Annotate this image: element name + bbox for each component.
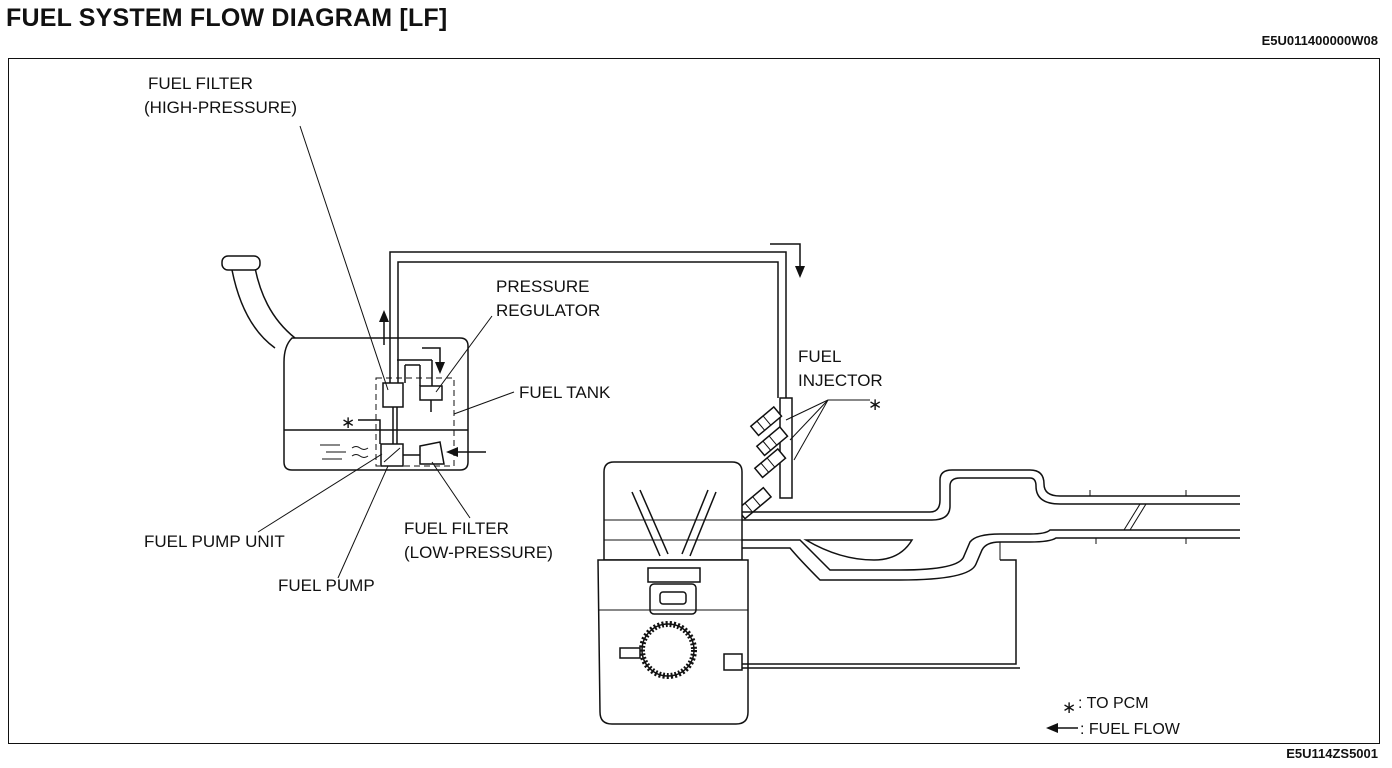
label-fuel-pump-unit: FUEL PUMP UNIT	[144, 532, 285, 551]
legend: ∗ : TO PCM : FUEL FLOW	[1046, 695, 1181, 738]
label-fuel-filter-low-2: (LOW-PRESSURE)	[404, 543, 553, 562]
label-fuel-filter-high-2: (HIGH-PRESSURE)	[144, 98, 297, 117]
flow-arrow-regulator	[422, 347, 445, 374]
flow-arrow-up	[379, 310, 389, 345]
legend-arrow-icon	[1046, 723, 1078, 733]
fuel-injectors	[736, 405, 789, 520]
fuel-injector-rail	[779, 397, 793, 499]
flow-arrow-rail	[770, 243, 805, 278]
document-code: E5U011400000W08	[1261, 33, 1378, 48]
fuel-filter-high-pressure	[382, 382, 404, 408]
legend-to-pcm: : TO PCM	[1078, 695, 1149, 712]
label-fuel-filter-high-1: FUEL FILTER	[148, 74, 253, 93]
label-fuel-injector-2: INJECTOR	[798, 371, 883, 390]
label-fuel-filter-low-1: FUEL FILTER	[404, 519, 509, 538]
label-pressure-regulator-1: PRESSURE	[496, 277, 590, 296]
label-pressure-regulator-2: REGULATOR	[496, 301, 600, 320]
figure-code: E5U114ZS5001	[1286, 746, 1378, 761]
engine	[597, 461, 749, 725]
svg-text:∗: ∗	[341, 413, 355, 432]
label-fuel-pump: FUEL PUMP	[278, 576, 375, 595]
fuel-filter-low-pressure	[419, 441, 445, 465]
page-title: FUEL SYSTEM FLOW DIAGRAM [LF]	[6, 4, 448, 32]
fuel-tank	[221, 255, 469, 471]
flow-arrow-inlet	[446, 447, 486, 457]
legend-fuel-flow: : FUEL FLOW	[1080, 721, 1181, 738]
label-fuel-tank: FUEL TANK	[519, 383, 611, 402]
legend-asterisk-icon: ∗	[1062, 698, 1076, 717]
to-pcm-asterisk-pump: ∗	[341, 413, 381, 444]
label-fuel-injector-1: FUEL	[798, 347, 841, 366]
diagram-frame	[8, 58, 1380, 744]
to-pcm-asterisk-injector: ∗	[868, 395, 882, 414]
intake-manifold	[742, 469, 1240, 581]
